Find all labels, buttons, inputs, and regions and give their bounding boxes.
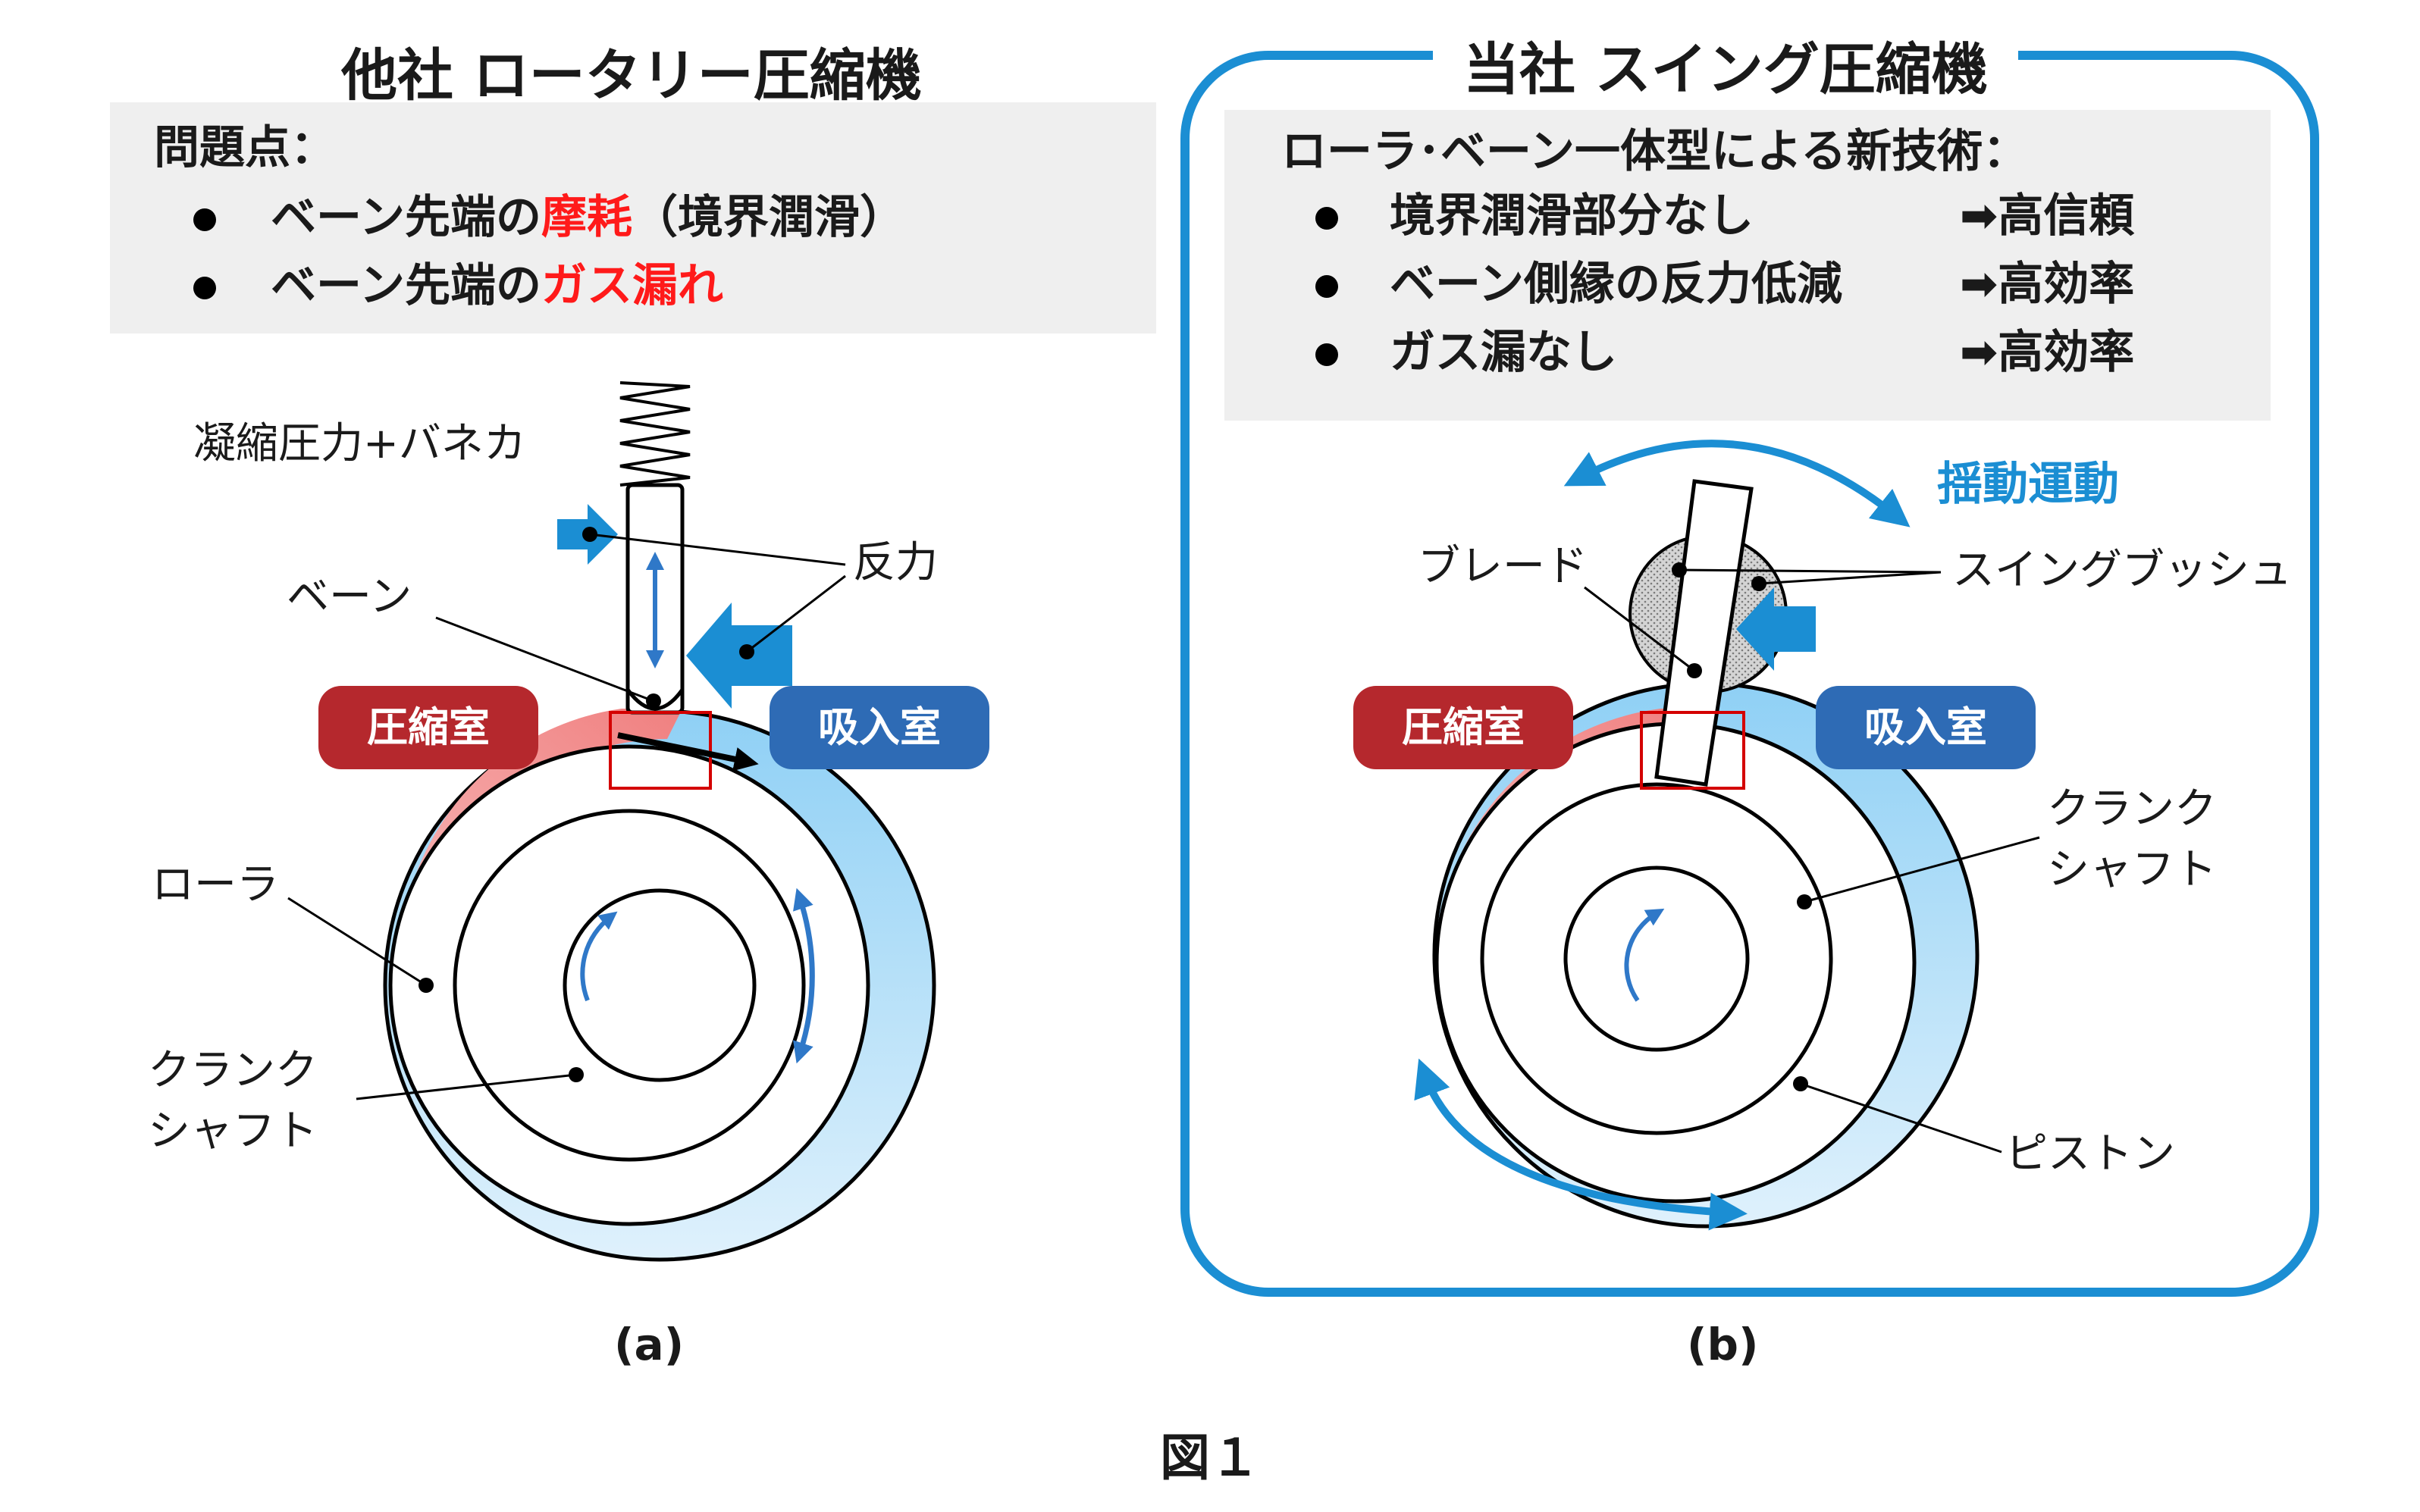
crank-label-b-line1: クランク [2047, 784, 2217, 834]
oscillation-label: 揺動運動 [1937, 458, 2119, 511]
reaction-label: 反力 [853, 538, 938, 587]
crank-shaft-b [1563, 866, 1750, 1052]
vane-label: ベーン [287, 572, 412, 621]
tech-bullet-2: ベーン側縁の反力低減 [1315, 261, 1842, 307]
right-title: 当社 スイング圧縮機 [1433, 24, 2018, 105]
crank-label-b-line2: シャフト [2047, 845, 2217, 894]
shaft-rotation-arrow [580, 911, 618, 1002]
tech-bullet-3: ガス漏なし [1315, 330, 1617, 375]
oscillation-arrow-top [1563, 440, 1911, 527]
contact-highlight-box-b [1640, 711, 1745, 790]
compression-chamber-badge: 圧縮室 [318, 686, 538, 769]
caption-b: (b) [1687, 1319, 1759, 1370]
suction-chamber-badge: 吸入室 [770, 686, 989, 769]
shaft-rotation-arrow-b [1624, 908, 1665, 1002]
roller-rotation-arrow [793, 887, 815, 1064]
tech-result-2: ➡高効率 [1960, 258, 2135, 311]
oscillation-arrow-bottom [1414, 1058, 1748, 1231]
reaction-arrow-large [686, 603, 792, 709]
swing-bush-label: スイングブッシュ [1952, 546, 2292, 595]
suction-chamber-badge-b: 吸入室 [1816, 686, 2036, 769]
compression-chamber-badge-b: 圧縮室 [1353, 686, 1573, 769]
swing-compressor-drawing [1414, 440, 2040, 1231]
tech-result-1: ➡高信頼 [1960, 189, 2135, 243]
spring-force-label: 凝縮圧力+バネカ [193, 419, 526, 468]
tech-result-3: ➡高効率 [1960, 326, 2135, 379]
left-problem-box: 問題点： ベーン先端の摩耗（境界潤滑） ベーン先端のガス漏れ [110, 102, 1156, 333]
contact-highlight-box [609, 711, 712, 790]
figure-caption: 図１ [1160, 1429, 1260, 1487]
caption-a: (a) [614, 1319, 685, 1370]
tech-heading: ローラ･ベーン一体型による新技術： [1281, 125, 2029, 178]
problem-bullet-1: ベーン先端の摩耗（境界潤滑） [193, 195, 905, 240]
problems-heading: 問題点： [154, 121, 336, 174]
piston-label: ピストン [2005, 1129, 2175, 1179]
crank-label-line1: クランク [148, 1046, 318, 1095]
left-title: 他社 ロータリー圧縮機 [341, 43, 922, 108]
reaction-arrow-b [1736, 587, 1816, 671]
crank-label-line2: シャフト [148, 1107, 318, 1156]
blade-label: ブレード [1418, 542, 1588, 591]
crank-shaft [563, 888, 757, 1082]
rotary-compressor-drawing [287, 381, 936, 1262]
spring-icon [619, 381, 691, 487]
right-tech-box: ローラ･ベーン一体型による新技術： 境界潤滑部分なし ➡高信頼 ベーン側縁の反力… [1224, 110, 2271, 421]
roller-label: ローラ [152, 860, 279, 909]
gas-leak-arrow [617, 732, 759, 772]
problem-bullet-2: ベーン先端のガス漏れ [193, 263, 723, 308]
tech-bullet-1: 境界潤滑部分なし [1315, 193, 1754, 239]
